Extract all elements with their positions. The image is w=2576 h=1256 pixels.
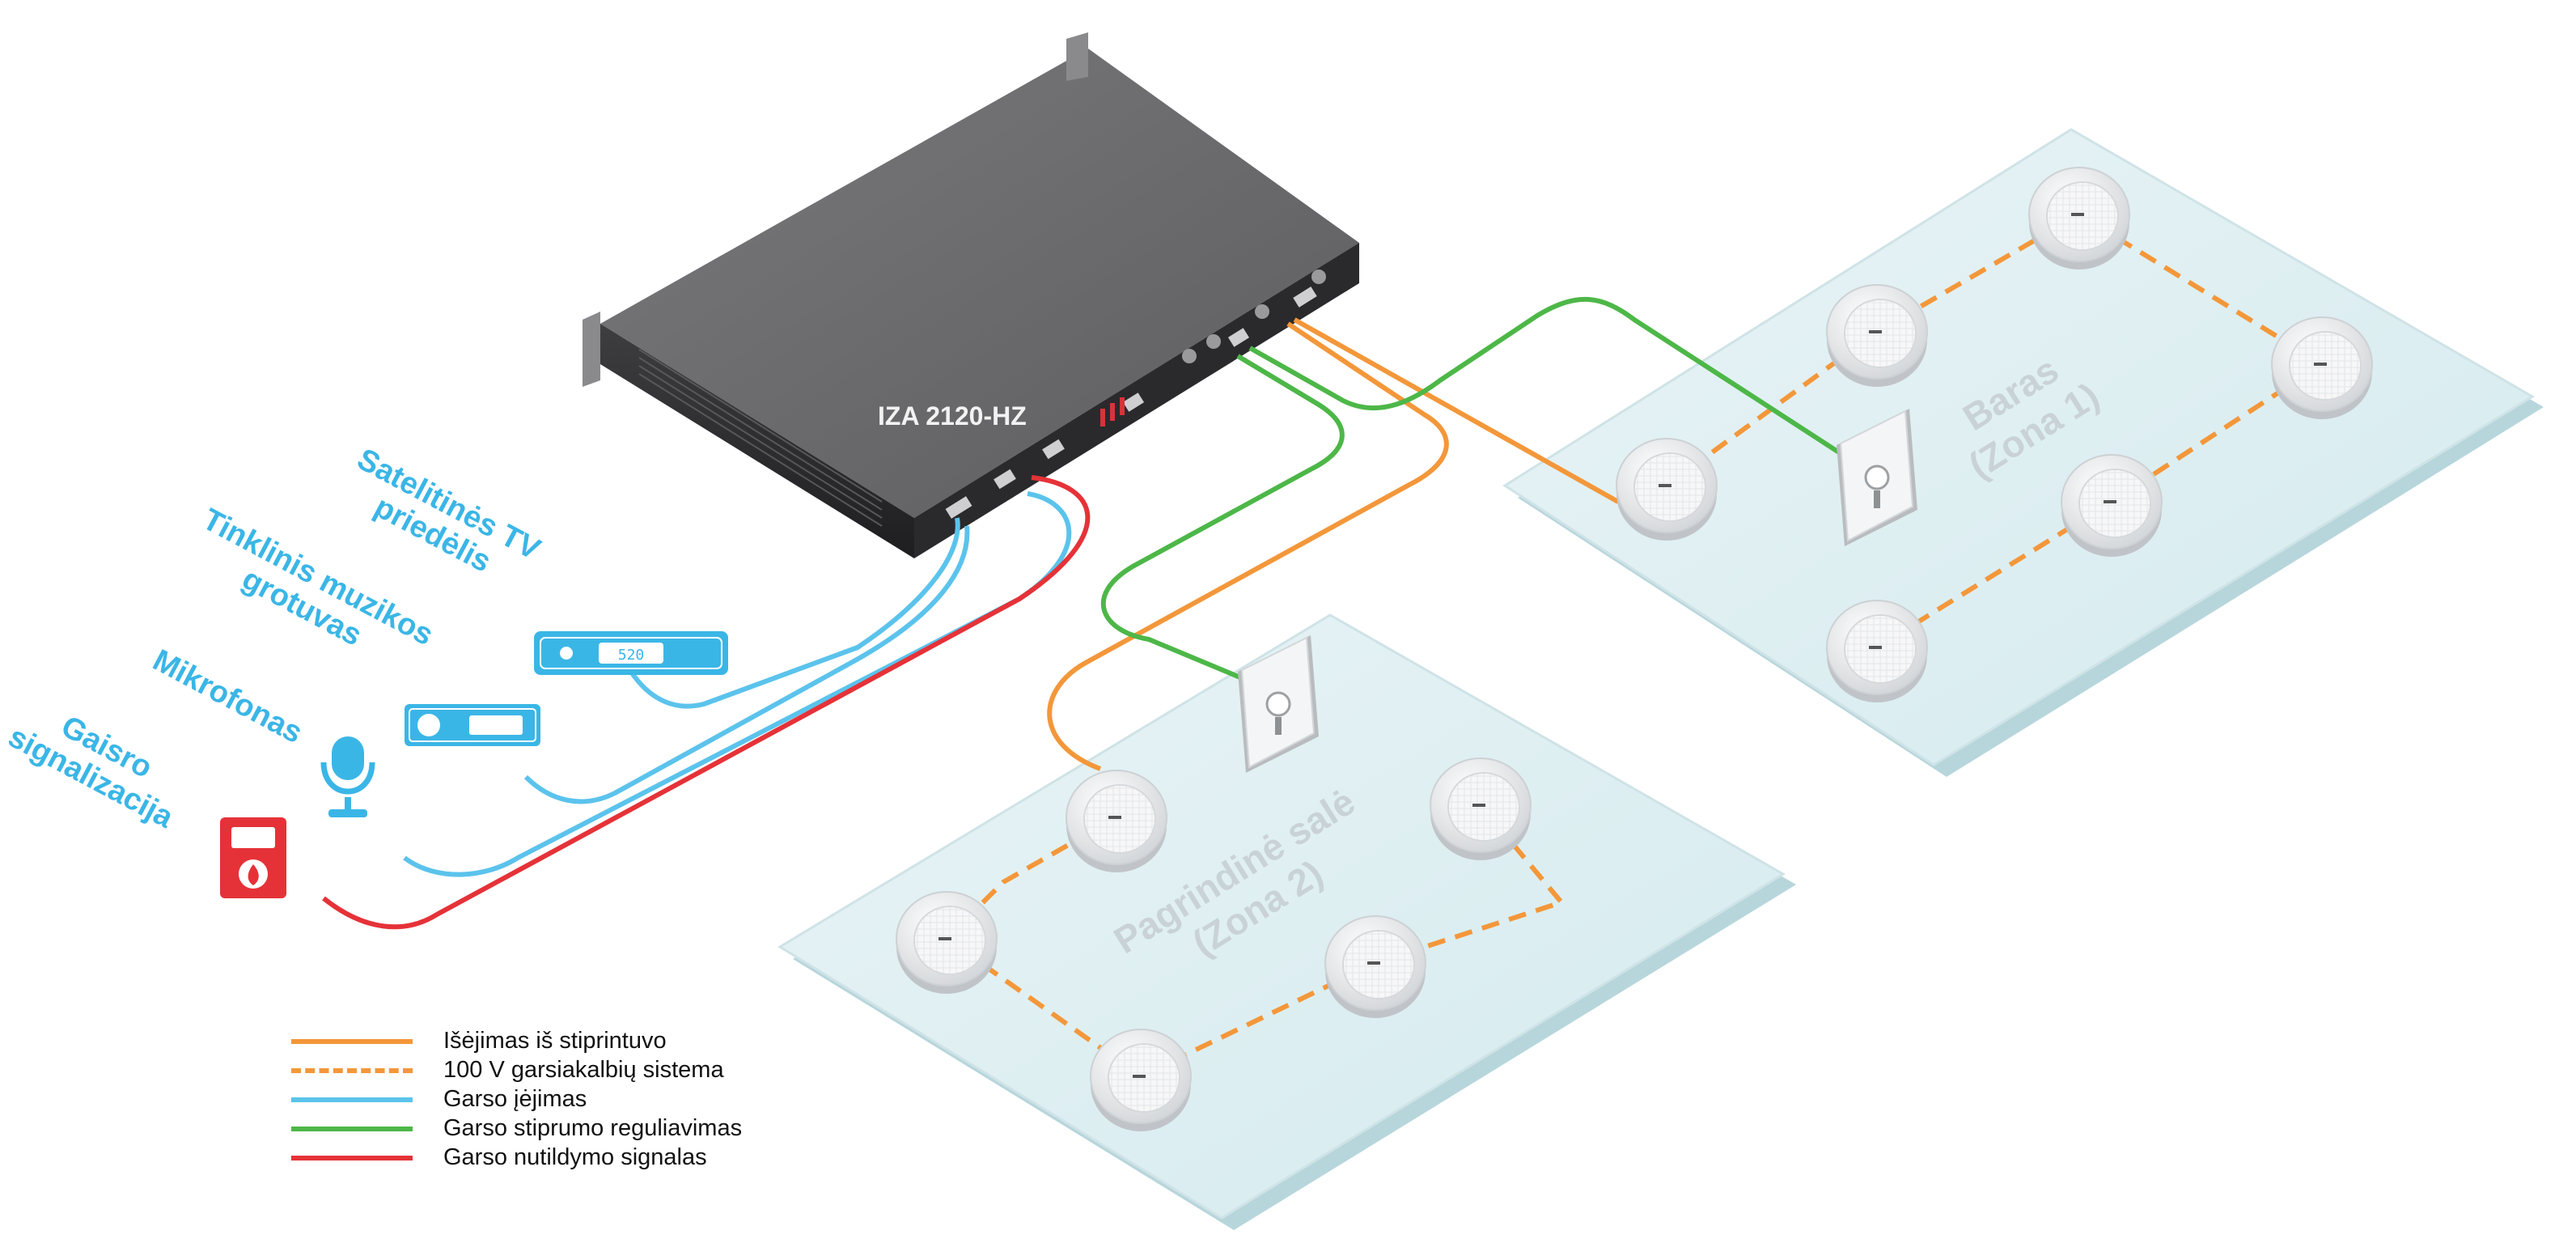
legend-item: 100 V garsiakalbių sistema (291, 1055, 906, 1084)
volume-control-cables (1100, 297, 1854, 682)
ceiling-speaker-icon (1826, 284, 1928, 387)
legend-item: Garso nutildymo signalas (291, 1143, 906, 1172)
ceiling-speaker-icon (1430, 757, 1532, 860)
legend-swatch (291, 1039, 413, 1044)
legend-item: Išėjimas iš stiprintuvo (291, 1026, 906, 1055)
legend-item: Garso įėjimas (291, 1084, 906, 1114)
ceiling-speaker-icon (896, 891, 998, 994)
ceiling-speaker-icon (1090, 1029, 1192, 1131)
legend-swatch (291, 1156, 413, 1161)
satellite-display: 520 (618, 647, 645, 664)
ceiling-speaker-icon (1066, 770, 1167, 872)
ceiling-speaker-icon (2061, 454, 2163, 557)
ceiling-speaker-icon (1826, 600, 1928, 702)
volume-control-icon (1837, 409, 1917, 546)
device-model-label: IZA 2120-HZ (878, 401, 1027, 431)
microphone-icon (320, 736, 375, 817)
ceiling-speaker-icon (2271, 316, 2373, 419)
amplifier-icon (583, 32, 1359, 558)
ceiling-speaker-icon (1324, 915, 1426, 1018)
network-player-icon (405, 704, 540, 746)
ceiling-speaker-icon (2028, 167, 2130, 269)
legend-swatch (291, 1097, 413, 1102)
satellite-receiver-icon: 520 (534, 631, 728, 675)
legend-swatch (291, 1068, 413, 1073)
amp-output-cables (1047, 317, 1620, 771)
zone2-floor (777, 613, 1796, 1230)
volume-control-icon (1238, 635, 1319, 773)
ceiling-speaker-icon (1616, 438, 1718, 541)
legend-item: Garso stiprumo reguliavimas (291, 1114, 906, 1143)
mute-signal-cable (322, 475, 1091, 930)
zone1-floor (1502, 128, 2544, 777)
legend-swatch (291, 1127, 413, 1131)
fire-alarm-icon (220, 817, 286, 898)
zone2-speaker-wiring (943, 804, 1566, 1080)
legend: Išėjimas iš stiprintuvo 100 V garsiakalb… (291, 1026, 906, 1172)
